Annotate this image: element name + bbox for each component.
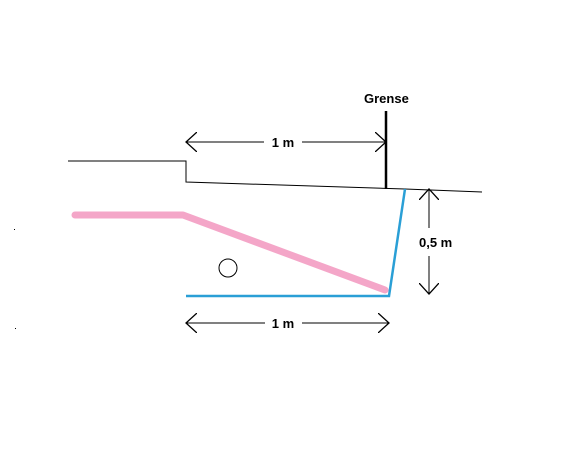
top-width-label: 1 m (272, 135, 294, 150)
stray-dot (15, 328, 16, 329)
bottom-width-label: 1 m (272, 316, 294, 331)
depth-label: 0,5 m (419, 235, 452, 250)
stray-dot (14, 229, 15, 230)
blue-trench-outline (186, 188, 407, 298)
boundary-label: Grense (364, 91, 409, 106)
pink-pipe-line (71, 211, 389, 294)
pipe-circle (218, 258, 238, 278)
ground-surface-line (68, 160, 483, 193)
